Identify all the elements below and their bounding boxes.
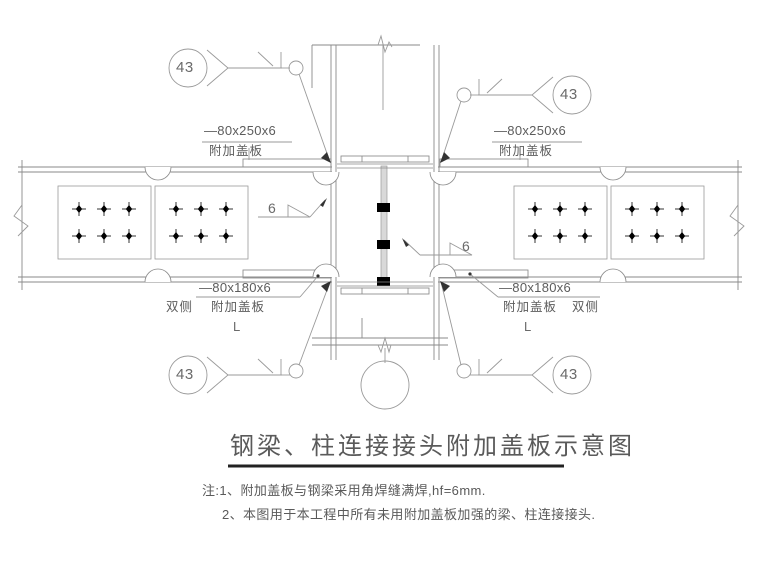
weld-symbol-right — [402, 238, 473, 256]
label-bottom-left-plate-name: 附加盖板 — [211, 300, 266, 314]
detail-bubble-label-bottom-right: 43 — [560, 366, 578, 383]
right-splice-bolt-group — [527, 201, 690, 244]
label-underlines — [196, 141, 600, 298]
label-top-left-plate-spec: —80x250x6 — [204, 123, 277, 138]
weld-size-label-left: 6 — [268, 200, 276, 216]
label-bottom-right-plate-spec: —80x180x6 — [499, 280, 572, 295]
column-web-plate — [380, 165, 388, 285]
cover-plate-top-left — [242, 158, 332, 168]
detail-bubble-top-left — [168, 48, 331, 163]
label-top-right-plate-spec: —80x250x6 — [494, 123, 567, 138]
left-splice-bolt-group — [71, 201, 234, 244]
weld-symbol-left — [258, 198, 327, 218]
cover-plate-top-right — [439, 158, 529, 168]
weld-scallops — [144, 166, 627, 283]
detail-bubble-label-bottom-left: 43 — [176, 366, 194, 383]
right-beam-break-line — [729, 204, 745, 237]
label-bottom-left-side-note: 双侧 — [166, 300, 194, 314]
label-bottom-right-side-note: 双侧 — [572, 300, 600, 314]
label-bottom-left-plate-spec: —80x180x6 — [199, 280, 272, 295]
drawing-note-1: 注:1、附加盖板与钢梁采用角焊缝满焊,hf=6mm. — [202, 483, 486, 498]
column-top-cover-plate — [337, 155, 433, 169]
detail-bubble-bottom-right — [440, 281, 592, 395]
web-splice-bolts — [377, 203, 390, 286]
column-bottom-break-line — [377, 336, 392, 363]
column-bottom-cover-plate — [337, 281, 433, 295]
column-outline — [311, 44, 448, 360]
left-beam-break-line — [13, 204, 29, 237]
weld-size-label-right: 6 — [462, 238, 470, 254]
right-splice-plate-outline — [513, 185, 705, 260]
detail-bubble-label-top-right: 43 — [560, 86, 578, 103]
label-bottom-right-plate-name: 附加盖板 — [503, 300, 558, 314]
label-bottom-right-ell: L — [524, 319, 532, 334]
label-top-left-plate-name: 附加盖板 — [209, 144, 264, 158]
column-top-break-line — [377, 34, 393, 110]
detail-bubble-bottom-left — [168, 281, 331, 395]
detail-bubble-label-top-left: 43 — [176, 59, 194, 76]
detail-bubble-top-right — [440, 75, 592, 163]
label-bottom-left-ell: L — [233, 319, 241, 334]
drawing-note-2: 2、本图用于本工程中所有未用附加盖板加强的梁、柱连接接头. — [222, 507, 596, 522]
drawing-title: 钢梁、柱连接接头附加盖板示意图 — [230, 433, 635, 460]
label-top-right-plate-name: 附加盖板 — [499, 144, 554, 158]
right-beam-outline — [438, 160, 742, 290]
left-beam-outline — [18, 160, 332, 290]
column-section-circle — [360, 360, 410, 410]
left-splice-plate-outline — [57, 185, 249, 260]
